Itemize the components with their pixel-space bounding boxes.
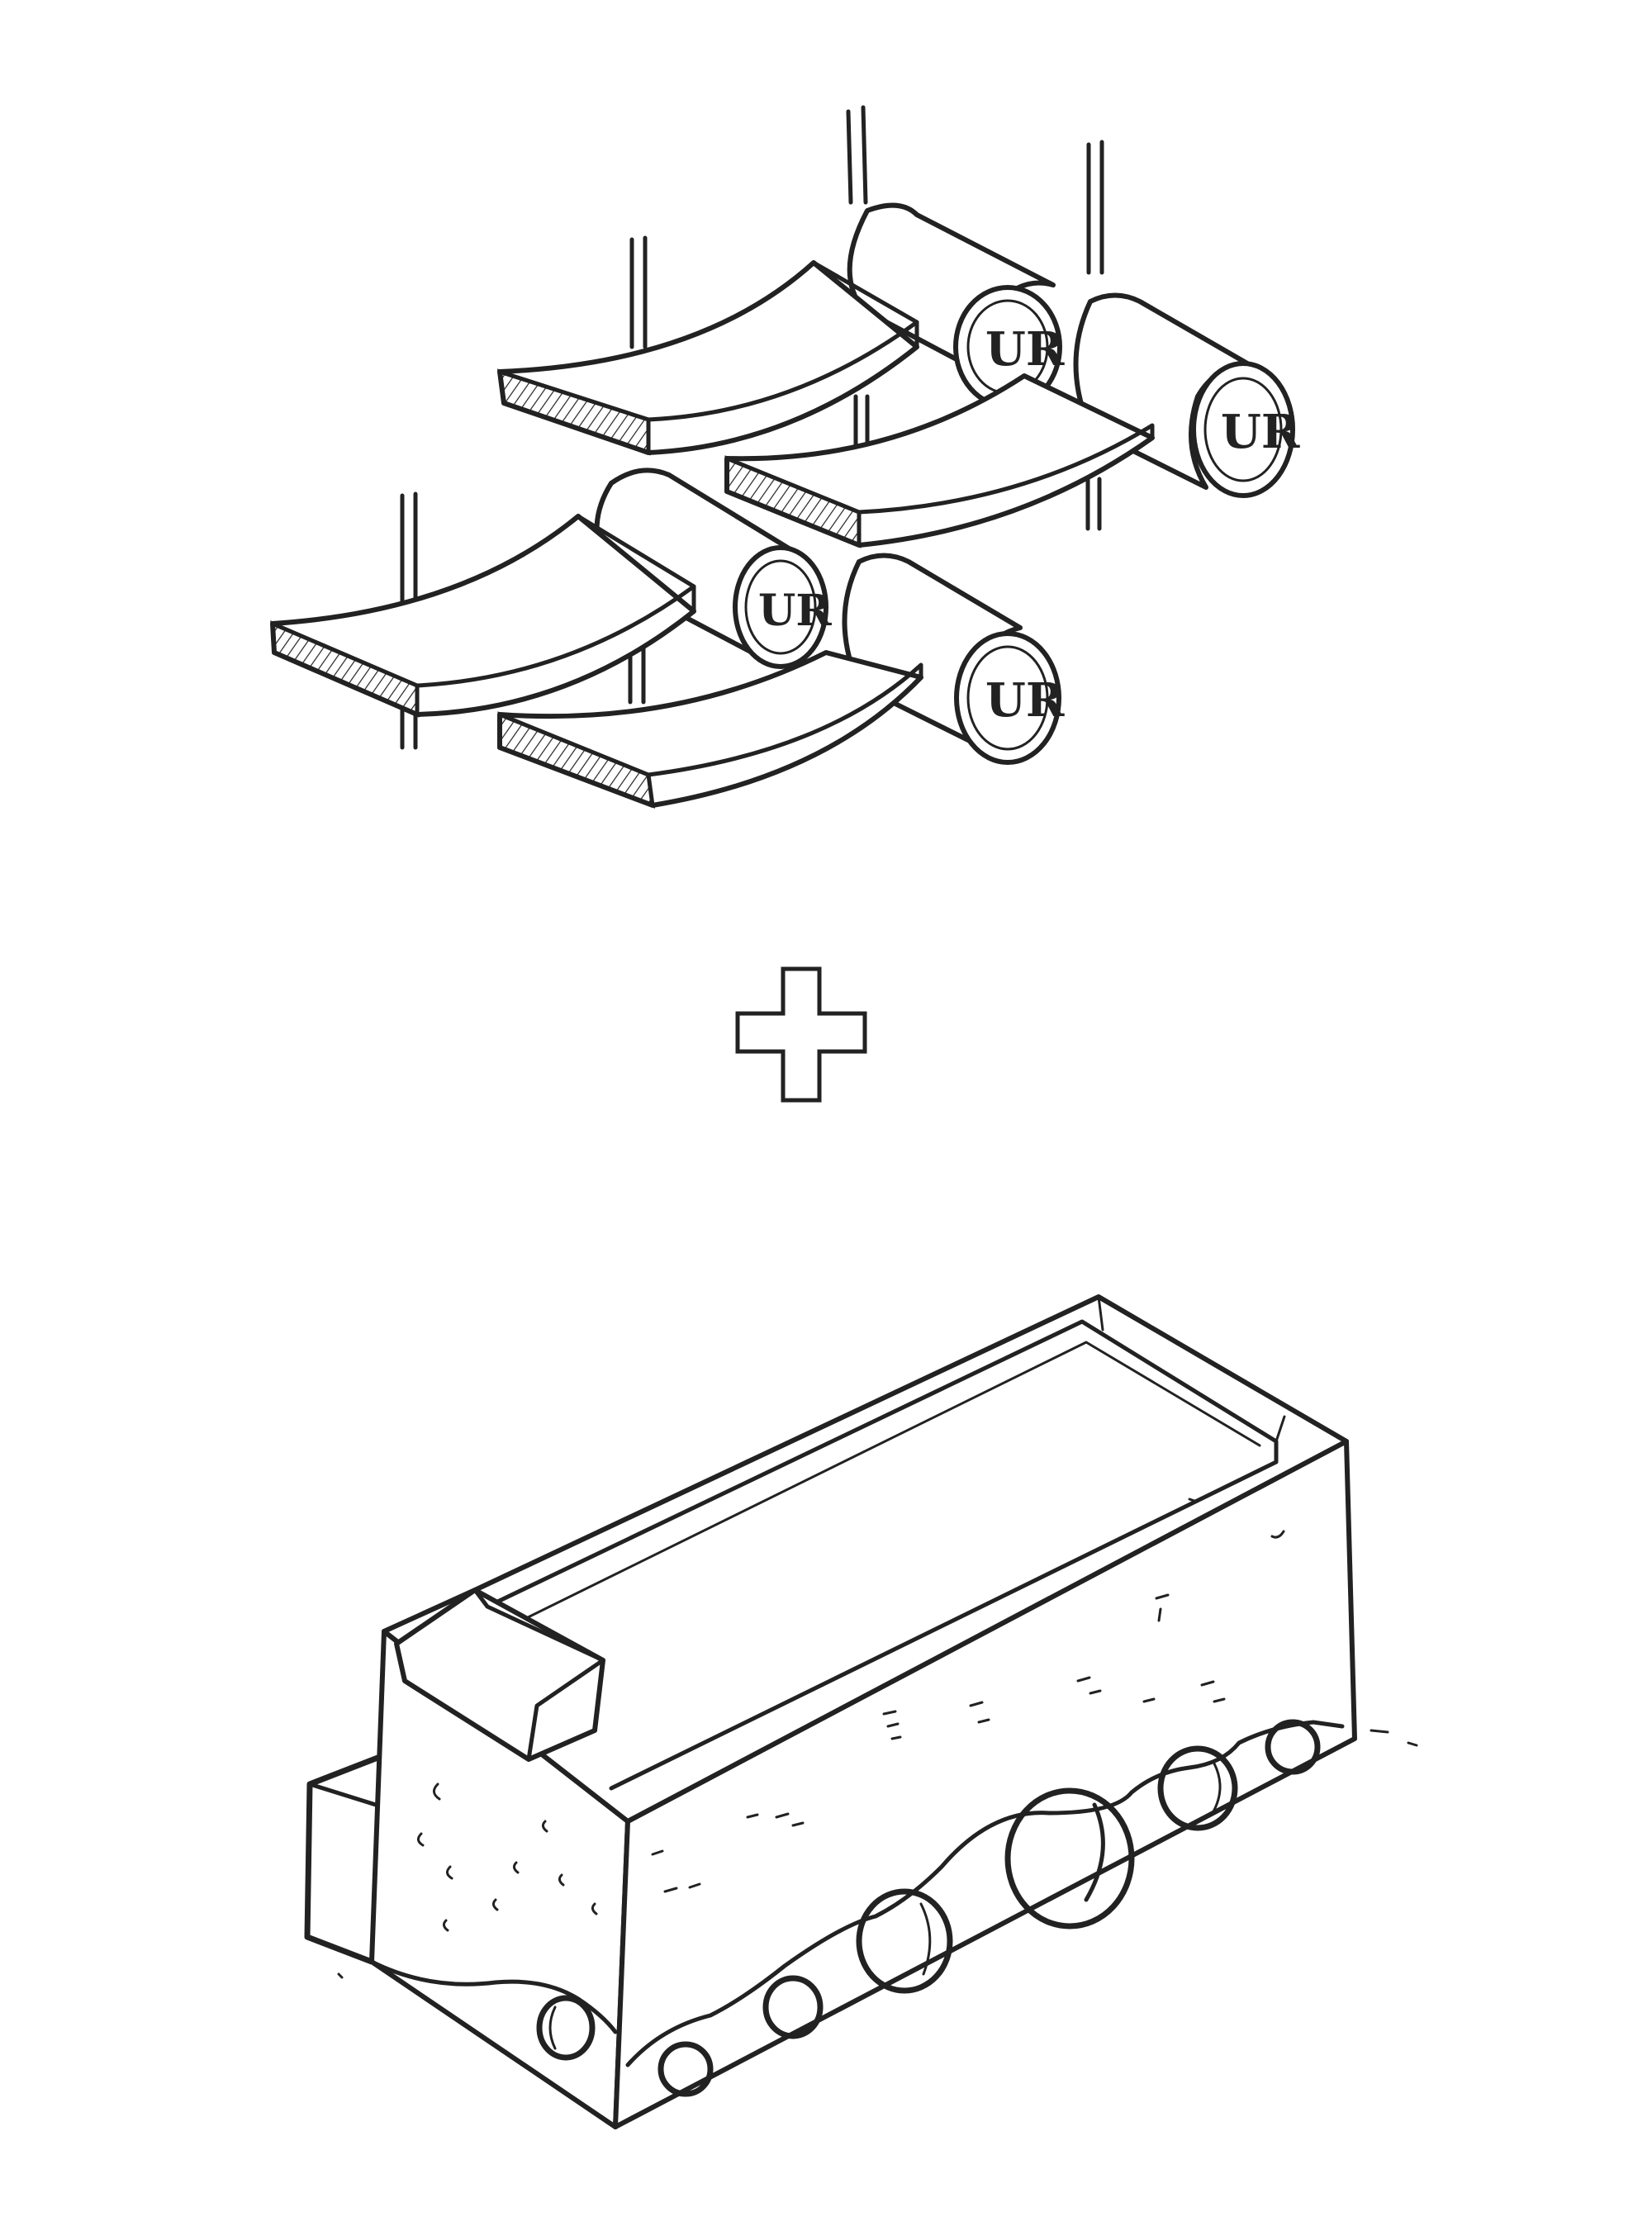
support-rods xyxy=(400,105,1104,750)
roller-logo: UR xyxy=(985,673,1065,728)
shelf-top xyxy=(497,260,919,456)
roller-logo: UR xyxy=(1221,405,1300,459)
shelf-bottom xyxy=(497,650,923,809)
shelf-lower-left xyxy=(270,514,696,718)
roller-logo: UR xyxy=(985,322,1065,377)
roller-top-left: UR xyxy=(847,202,1065,409)
texture-marks xyxy=(337,1498,1418,1979)
roller-logo: UR xyxy=(758,586,832,636)
block-holes xyxy=(536,1719,1321,2097)
roller-bottom-right: UR xyxy=(842,553,1065,765)
shelf-middle xyxy=(724,373,1155,548)
shelf-roller-sketch-icon: UR UR UR xyxy=(270,105,1300,809)
roller-bottom-left: UR xyxy=(594,468,832,669)
box-block-sketch-icon xyxy=(304,1294,1418,2129)
plus-sign-icon xyxy=(735,966,867,1103)
